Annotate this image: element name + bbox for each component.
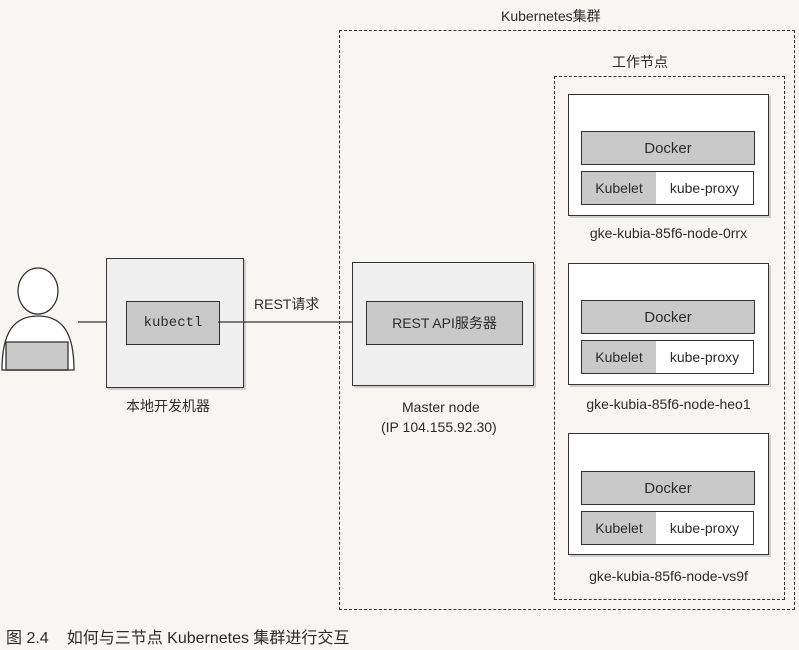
user-icon (1, 267, 75, 371)
worker-group-boundary (554, 76, 785, 600)
dev-machine-label: 本地开发机器 (126, 398, 210, 414)
kubelet-3: Kubelet (581, 511, 657, 545)
worker-group-title: 工作节点 (612, 54, 668, 70)
figure-caption: 图 2.4 如何与三节点 Kubernetes 集群进行交互 (6, 624, 367, 648)
api-server-box: REST API服务器 (366, 301, 523, 345)
docker-3: Docker (581, 471, 755, 505)
docker-1: Docker (581, 131, 755, 165)
request-arrow (218, 318, 365, 326)
kubelet-1: Kubelet (581, 171, 657, 205)
cluster-title: Kubernetes集群 (501, 8, 601, 24)
master-node-ip: (IP 104.155.92.30) (381, 419, 497, 435)
node-name-1: gke-kubia-85f6-node-0rrx (589, 225, 748, 241)
docker-2: Docker (581, 300, 755, 334)
node-name-2: gke-kubia-85f6-node-heo1 (586, 396, 751, 412)
laptop-icon (5, 341, 69, 371)
kube-proxy-2: kube-proxy (656, 340, 754, 374)
kube-proxy-3: kube-proxy (656, 511, 754, 545)
master-node-label: Master node (402, 399, 480, 415)
figure-number: 图 2.4 (6, 630, 49, 647)
kubectl-box: kubectl (126, 301, 220, 345)
figure-title: 如何与三节点 Kubernetes 集群进行交互 (66, 630, 350, 647)
kubelet-2: Kubelet (581, 340, 657, 374)
request-label: REST请求 (254, 296, 320, 312)
kube-proxy-1: kube-proxy (656, 171, 754, 205)
cluster-boundary (339, 30, 795, 610)
node-name-3: gke-kubia-85f6-node-vs9f (589, 568, 748, 584)
